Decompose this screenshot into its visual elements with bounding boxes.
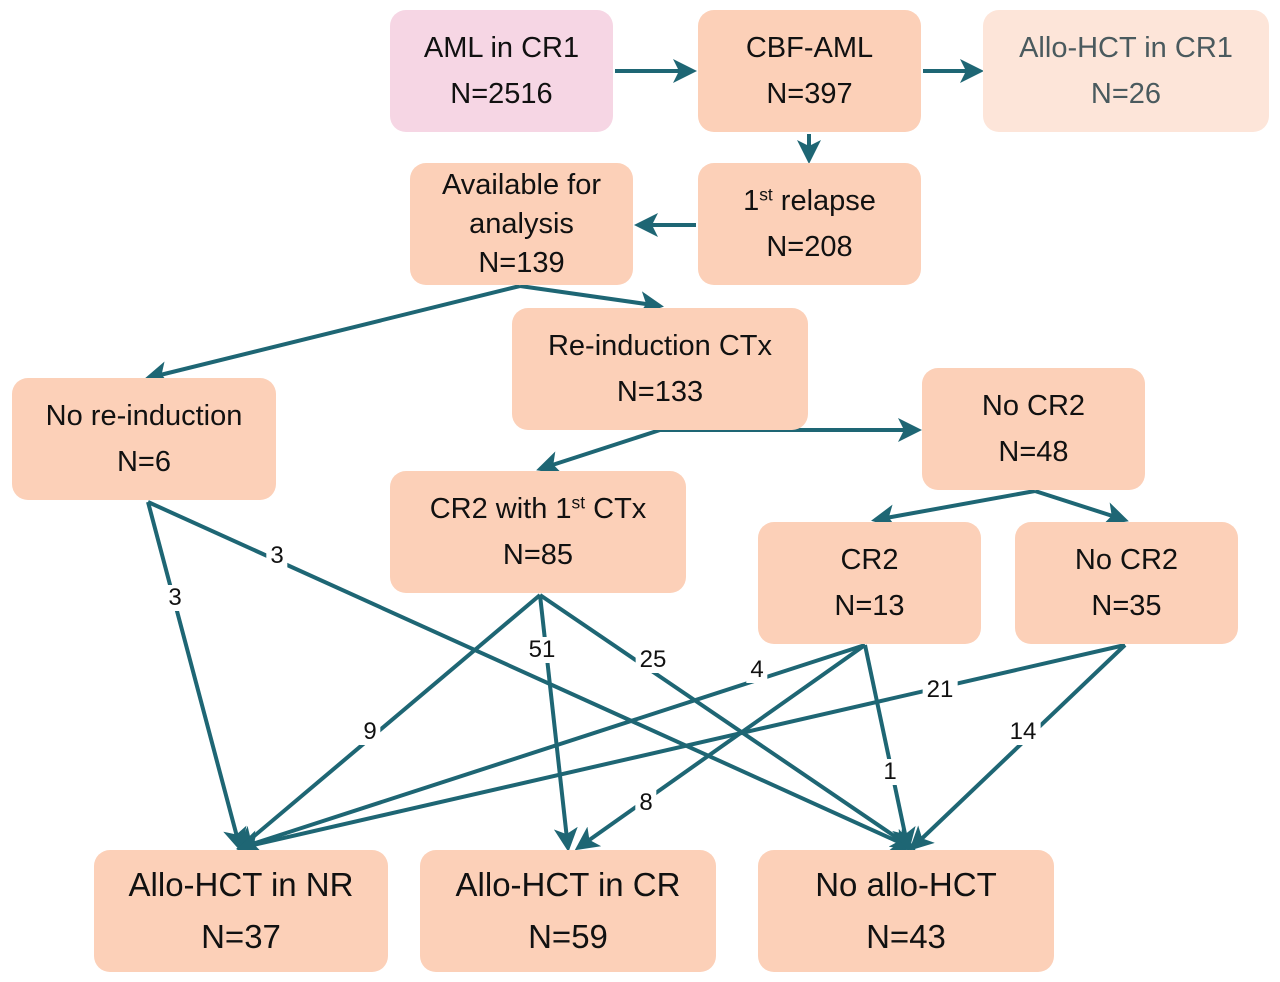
node-available-for-analysis: Available for analysis N=139 (410, 163, 633, 285)
node-aml-cr1-count: N=2516 (450, 78, 553, 110)
node-allo-hct-cr1-label: Allo-HCT in CR1 (1019, 32, 1233, 64)
edge-label-cr2first-to-cr: 51 (524, 637, 560, 663)
node-no-allo-hct-label: No allo-HCT (815, 866, 997, 903)
edge-label-noreind-to-noallo: 3 (266, 543, 288, 569)
node-no-cr2-main: No CR2 N=48 (922, 368, 1145, 490)
arrow-cr2-later-to-allo-nr (236, 643, 866, 854)
node-no-cr2-final-label: No CR2 (1074, 544, 1179, 576)
node-cr2-first-count: N=85 (502, 539, 574, 571)
node-allo-hct-cr1-count: N=26 (1090, 78, 1162, 110)
node-reinduction-label: Re-induction CTx (547, 330, 773, 362)
node-cbf-aml: CBF-AML N=397 (698, 10, 921, 132)
node-cr2-later: CR2 N=13 (758, 522, 981, 644)
node-available-label-line1: Available for (441, 168, 602, 201)
node-cr2-first-label: CR2 with 1st CTx (430, 486, 647, 532)
node-no-cr2-main-count: N=48 (998, 436, 1069, 468)
node-cr2-later-label: CR2 (840, 544, 899, 576)
cr2-first-pre: CR2 with 1 (429, 493, 572, 525)
node-allo-hct-nr: Allo-HCT in NR N=37 (94, 850, 388, 972)
edge-label-noreind-to-nr: 3 (164, 585, 186, 611)
arrow-no-cr2-final-to-allo-nr (236, 643, 1126, 856)
edge-label-cr2later-to-nr: 4 (746, 657, 768, 683)
node-first-relapse: 1st relapse N=208 (698, 163, 921, 285)
cr2-first-ordinal-suffix: st (571, 492, 586, 513)
node-cbf-aml-label: CBF-AML (745, 32, 874, 64)
relapse-ordinal: 1 (743, 185, 760, 217)
node-allo-hct-cr-label: Allo-HCT in CR (455, 866, 681, 903)
arrow-reinduction-to-cr2-first (536, 428, 661, 475)
arrow-no-cr2-main-to-no-cr2-final (1034, 489, 1129, 526)
edge-label-cr2first-to-noallo: 25 (635, 647, 671, 673)
node-no-reinduction: No re-induction N=6 (12, 378, 276, 500)
arrow-available-to-no-reinduction (144, 284, 521, 385)
arrow-no-reinduction-to-allo-nr (146, 501, 247, 852)
node-allo-hct-cr1: Allo-HCT in CR1 N=26 (983, 10, 1269, 132)
node-cbf-aml-count: N=397 (766, 78, 853, 110)
node-allo-hct-nr-label: Allo-HCT in NR (128, 866, 354, 903)
node-no-reinduction-count: N=6 (116, 446, 171, 478)
node-reinduction-ctx: Re-induction CTx N=133 (512, 308, 808, 430)
node-no-cr2-main-label: No CR2 (981, 390, 1086, 422)
node-allo-hct-cr: Allo-HCT in CR N=59 (420, 850, 716, 972)
node-no-allo-hct: No allo-HCT N=43 (758, 850, 1054, 972)
node-available-label-line2: analysis (469, 207, 574, 240)
arrow-cr2-later-to-no-allo (863, 644, 916, 852)
node-no-cr2-final-count: N=35 (1091, 590, 1162, 622)
cr2-first-post: CTx (585, 493, 647, 525)
arrow-no-cr2-final-to-no-allo (909, 643, 1127, 851)
arrow-cr2-first-to-allo-nr (236, 593, 542, 851)
node-reinduction-count: N=133 (616, 376, 704, 408)
edge-label-nocr2final-to-noallo: 14 (1005, 719, 1041, 745)
node-no-cr2-final: No CR2 N=35 (1015, 522, 1238, 644)
node-allo-hct-nr-count: N=37 (201, 918, 281, 955)
edge-label-cr2first-to-nr: 9 (359, 719, 381, 745)
node-no-reinduction-label: No re-induction (45, 400, 243, 432)
node-allo-hct-cr-count: N=59 (528, 918, 608, 955)
arrow-cr2-later-to-allo-cr (574, 643, 867, 851)
arrow-cr2-first-to-no-allo (538, 593, 916, 851)
edge-label-nocr2final-to-nr: 21 (922, 677, 958, 703)
node-no-allo-hct-count: N=43 (866, 918, 946, 955)
node-first-relapse-count: N=208 (766, 231, 853, 263)
edge-label-cr2later-to-noallo: 1 (879, 759, 901, 785)
arrow-available-to-reinduction (519, 284, 664, 316)
node-aml-cr1-label: AML in CR1 (423, 32, 580, 64)
node-cr2-later-count: N=13 (834, 590, 905, 622)
node-first-relapse-label: 1st relapse (743, 178, 876, 224)
node-cr2-first-ctx: CR2 with 1st CTx N=85 (390, 471, 686, 593)
relapse-ordinal-suffix: st (759, 184, 773, 205)
edge-label-cr2later-to-cr: 8 (635, 790, 657, 816)
node-available-count: N=139 (478, 246, 565, 279)
relapse-text: relapse (772, 185, 876, 217)
node-aml-cr1: AML in CR1 N=2516 (390, 10, 613, 132)
arrow-cr2-first-to-allo-cr (538, 594, 578, 852)
arrow-no-cr2-main-to-cr2-later (871, 489, 1036, 529)
